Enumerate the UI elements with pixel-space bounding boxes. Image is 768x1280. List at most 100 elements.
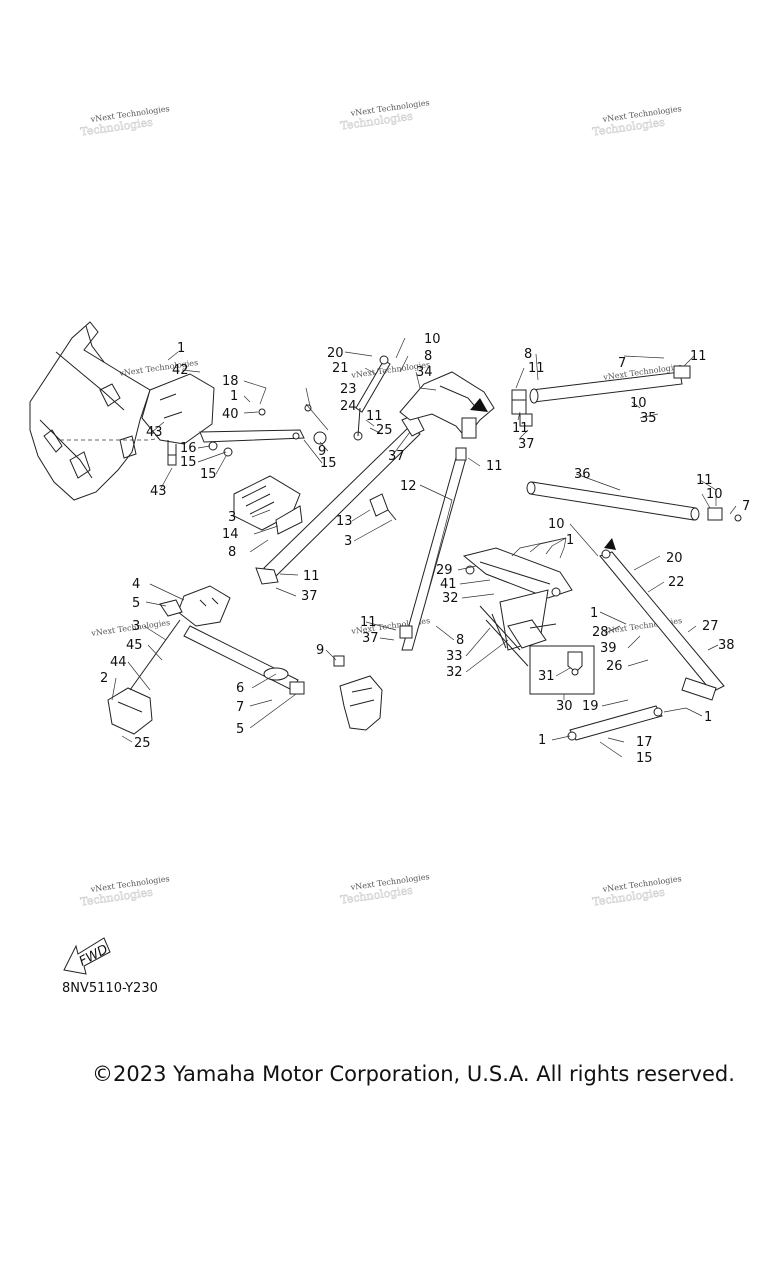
callout-11: 11: [360, 615, 377, 630]
main-tube-12: [255, 413, 425, 585]
callout-40: 40: [222, 407, 239, 422]
callout-33: 33: [446, 649, 463, 664]
callout-44: 44: [110, 655, 127, 670]
callout-1: 1: [704, 710, 712, 725]
center-lower-bracket: [333, 655, 383, 731]
callout-20: 20: [327, 346, 344, 361]
copyright-notice: ©2023 Yamaha Motor Corporation, U.S.A. A…: [92, 1062, 735, 1086]
callout-30: 30: [556, 699, 573, 714]
callout-11: 11: [366, 409, 383, 424]
callout-3: 3: [132, 619, 140, 634]
callout-38: 38: [718, 638, 735, 653]
callout-17: 17: [636, 735, 653, 750]
upper-tube-right: [511, 365, 691, 427]
callout-11: 11: [528, 361, 545, 376]
fwd-arrow-icon: FWD: [63, 937, 111, 975]
callout-3: 3: [344, 534, 352, 549]
callout-3: 3: [228, 510, 236, 525]
rail-bracket: [199, 404, 327, 457]
callout-12: 12: [400, 479, 417, 494]
callout-45: 45: [126, 638, 143, 653]
callout-14: 14: [222, 527, 239, 542]
callout-43: 43: [150, 484, 167, 499]
callout-10: 10: [706, 487, 723, 502]
callout-26: 26: [606, 659, 623, 674]
left-panel-assembly: [29, 321, 201, 501]
callout-5: 5: [236, 722, 244, 737]
callout-11: 11: [303, 569, 320, 584]
callout-15: 15: [636, 751, 653, 766]
callout-20: 20: [666, 551, 683, 566]
callout-10: 10: [548, 517, 565, 532]
vertical-tube: [399, 447, 467, 651]
callout-7: 7: [236, 700, 244, 715]
callout-1: 1: [177, 341, 185, 356]
callout-25: 25: [134, 736, 151, 751]
callout-10: 10: [630, 396, 647, 411]
callout-8: 8: [228, 545, 236, 560]
callout-19: 19: [582, 699, 599, 714]
callout-27: 27: [702, 619, 719, 634]
callout-42: 42: [172, 363, 189, 378]
diagram-code: 8NV5110-Y230: [62, 981, 158, 996]
rear-frame-29: [462, 547, 573, 667]
parts-artwork: FWD: [29, 321, 742, 975]
callout-32: 32: [446, 665, 463, 680]
callout-7: 7: [618, 356, 626, 371]
actuator-33: [491, 613, 557, 649]
callout-13: 13: [336, 514, 353, 529]
callout-8: 8: [424, 349, 432, 364]
callout-32: 32: [442, 591, 459, 606]
callout-21: 21: [332, 361, 349, 376]
callout-23: 23: [340, 382, 357, 397]
callout-11: 11: [696, 473, 713, 488]
callout-8: 8: [524, 347, 532, 362]
clip-31-inset: [529, 645, 595, 695]
unit-14: [233, 475, 303, 535]
callout-36: 36: [574, 467, 591, 482]
callout-1: 1: [566, 533, 574, 548]
callout-37: 37: [362, 631, 379, 646]
callout-4: 4: [132, 577, 140, 592]
tube-36: [526, 481, 742, 522]
callout-7: 7: [742, 499, 750, 514]
callout-2: 2: [100, 671, 108, 686]
callout-9: 9: [318, 444, 326, 459]
callout-37: 37: [301, 589, 318, 604]
bracket-42: [141, 373, 215, 466]
callout-1: 1: [230, 389, 238, 404]
bar-17: [567, 705, 663, 741]
leader-lines: [111, 337, 737, 758]
callout-35: 35: [640, 411, 657, 426]
callout-31: 31: [538, 669, 555, 684]
callout-37: 37: [518, 437, 535, 452]
arm-22: [599, 538, 725, 701]
callout-1: 1: [538, 733, 546, 748]
callout-11: 11: [486, 459, 503, 474]
callout-24: 24: [340, 399, 357, 414]
callout-15: 15: [200, 467, 217, 482]
callout-39: 39: [600, 641, 617, 656]
callout-34: 34: [416, 365, 433, 380]
callout-11: 11: [690, 349, 707, 364]
stay-13: [369, 493, 397, 521]
callout-10: 10: [424, 332, 441, 347]
callout-1: 1: [590, 606, 598, 621]
callout-29: 29: [436, 563, 453, 578]
callout-8: 8: [456, 633, 464, 648]
callout-9: 9: [316, 643, 324, 658]
callout-18: 18: [222, 374, 239, 389]
callout-37: 37: [388, 449, 405, 464]
callout-43: 43: [146, 425, 163, 440]
callout-16: 16: [180, 441, 197, 456]
callout-5: 5: [132, 596, 140, 611]
callout-11: 11: [512, 421, 529, 436]
lower-assembly: [107, 585, 305, 735]
callout-22: 22: [668, 575, 685, 590]
callout-25: 25: [376, 423, 393, 438]
brace-24: [353, 355, 391, 441]
callout-15: 15: [180, 455, 197, 470]
callout-6: 6: [236, 681, 244, 696]
callout-28: 28: [592, 625, 609, 640]
